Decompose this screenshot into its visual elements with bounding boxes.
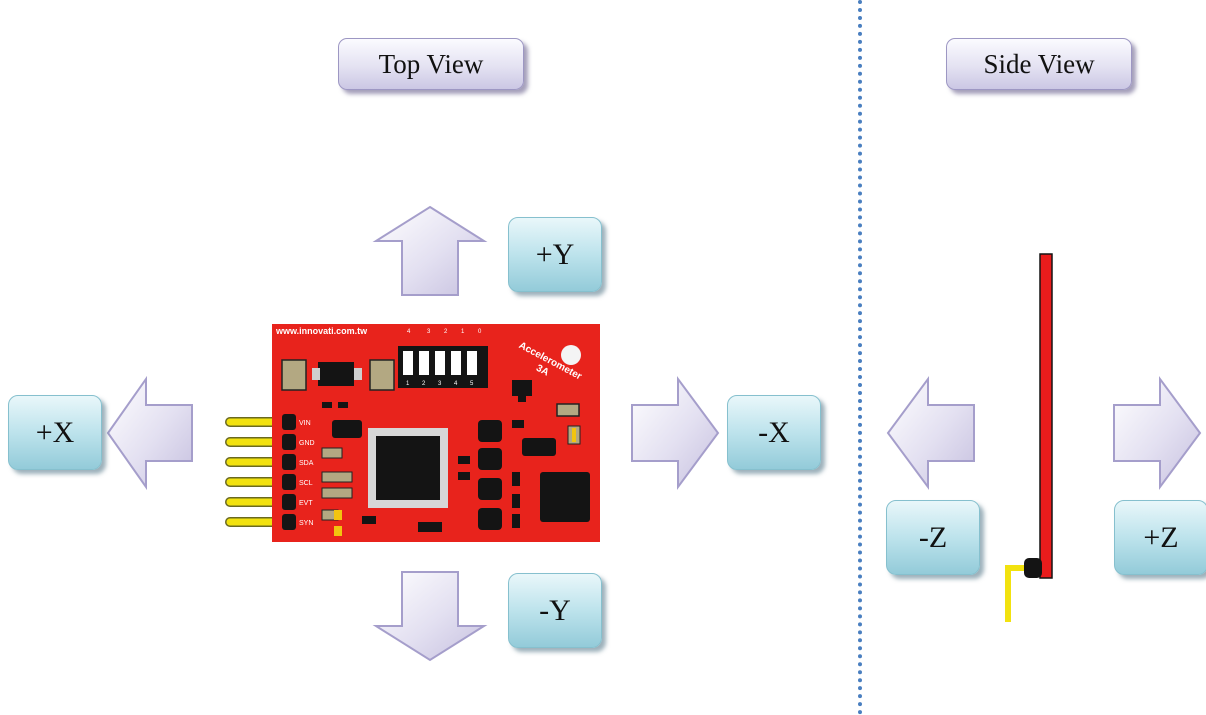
pin-socket-side: [1024, 558, 1042, 578]
dip-switch: 1 2 3 4 5: [398, 346, 488, 388]
switch-number: 1: [461, 329, 465, 335]
voltage-regulator: [318, 362, 354, 386]
arrow-left-icon: [886, 375, 975, 491]
switch-number: 0: [478, 329, 482, 335]
pin-label: GND: [299, 440, 315, 447]
axis-label-minus-y: -Y: [508, 573, 602, 648]
arrow-left-icon: [106, 375, 193, 491]
switch-number: 1: [406, 381, 410, 387]
accelerometer-board: VIN GND SDA SCL EVT SYN www.innovati.com…: [225, 324, 600, 542]
axis-label-plus-y: +Y: [508, 217, 602, 292]
switch-number: 2: [444, 329, 448, 335]
view-divider: [858, 0, 862, 715]
sensor-chip: [540, 472, 590, 522]
side-view-title: Side View: [946, 38, 1132, 90]
pin-label: VIN: [299, 420, 311, 427]
microcontroller-chip: [368, 428, 448, 508]
arrow-right-icon: [1113, 375, 1202, 491]
pcb-edge: [1039, 253, 1053, 579]
switch-number: 5: [470, 381, 474, 387]
board-subtitle: 3A: [534, 363, 550, 379]
axis-label-minus-z: -Z: [886, 500, 980, 575]
arrow-down-icon: [372, 571, 488, 662]
board-url: www.innovati.com.tw: [275, 326, 368, 336]
axis-label-minus-x: -X: [727, 395, 821, 470]
arrow-right-icon: [631, 375, 720, 491]
pin-label: SYN: [299, 520, 313, 527]
switch-number: 3: [438, 381, 442, 387]
switch-number: 4: [407, 329, 411, 335]
axis-label-plus-x: +X: [8, 395, 102, 470]
arrow-up-icon: [372, 205, 488, 296]
switch-number: 3: [427, 329, 431, 335]
mounting-hole: [561, 345, 581, 365]
pin-label: SCL: [299, 480, 313, 487]
axis-label-plus-z: +Z: [1114, 500, 1206, 575]
switch-number: 4: [454, 381, 458, 387]
pin-label: EVT: [299, 500, 313, 507]
pin-label: SDA: [299, 460, 314, 467]
header-pin-side: [1005, 565, 1026, 622]
top-view-title: Top View: [338, 38, 524, 90]
board-side-view: [1005, 253, 1053, 622]
switch-number: 2: [422, 381, 426, 387]
